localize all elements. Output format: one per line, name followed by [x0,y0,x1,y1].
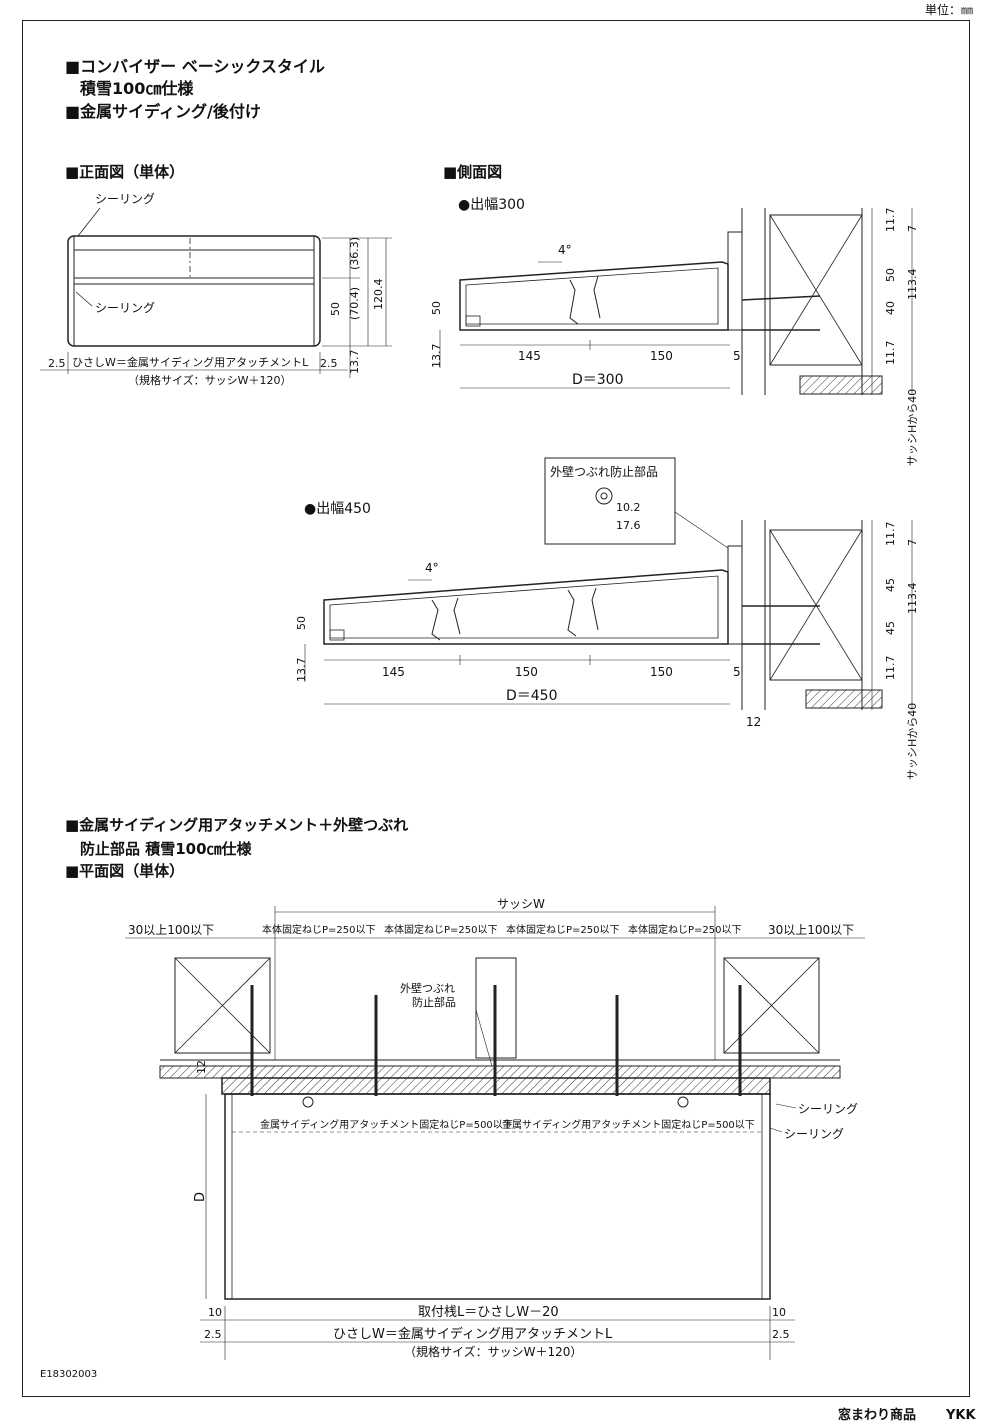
side300-r50: 50 [884,268,897,282]
plan-dim25-left: 2.5 [204,1328,222,1341]
projection-300-label: ●出幅300 [458,197,525,213]
side300-angle: 4° [558,243,572,257]
side300-w150: 150 [650,349,673,363]
side450-r113-4: 113.4 [906,583,919,615]
footer-brand-logo: YKK [946,1408,976,1423]
drawing-frame [22,20,970,1397]
front-sealing-mid-label: シーリング [95,301,155,315]
side450-h13-7: 13.7 [295,658,308,683]
sill-hatch-300 [799,375,883,395]
plan-margin-right: 30以上100以下 [768,923,854,937]
plan-sealing-2: シーリング [784,1127,844,1141]
canopy-plan-outline [224,1093,771,1300]
heading-title: ■コンバイザー ベーシックスタイル [65,57,325,76]
side450-r45b: 45 [884,621,897,635]
plan-sash-w: サッシW [497,897,545,911]
plan-screw-3: 本体固定ねじP=250以下 [506,923,620,936]
heading-snow-spec: 積雪100㎝仕様 [80,79,194,98]
plan-title-1: ■金属サイディング用アタッチメント＋外壁つぶれ [65,816,409,834]
side450-h50: 50 [295,616,308,630]
side450-depth: D＝450 [506,688,558,704]
side300-r11-7a: 11.7 [884,208,897,233]
plan-screw-4: 本体固定ねじP=250以下 [628,923,742,936]
side300-w5: 5 [733,349,741,363]
side450-r7: 7 [906,539,919,546]
plan-title-3: ■平面図（単体） [65,862,185,880]
front-dim-13-7: 13.7 [348,350,361,375]
side300-h50: 50 [430,301,443,315]
part-box-d2: 17.6 [616,519,641,532]
unit-label: 単位：㎜ [925,3,974,17]
part-detail-box [544,457,729,549]
side300-h13-7: 13.7 [430,344,443,369]
side300-sash: サッシHから40 [906,389,919,466]
canopy-front-outline [67,235,321,347]
wall-hatch [159,1065,841,1079]
plan-width-label: ひさしW＝金属サイディング用アタッチメントL [333,1326,613,1342]
front-view-title: ■正面図（単体） [65,163,185,181]
plan-dim10-left: 10 [208,1306,222,1319]
sealing-top-leader [77,207,101,237]
plan-dim25-right: 2.5 [772,1328,790,1341]
side300-r113-4: 113.4 [906,269,919,301]
plan-size-label: （規格サイズ：サッシW＋120） [404,1344,582,1359]
plan-part-label-2: 防止部品 [412,995,456,1009]
side300-w145: 145 [518,349,541,363]
front-dim-50: 50 [329,302,342,316]
front-dim-36-3: (36.3) [348,237,361,270]
plan-sealing-1: シーリング [798,1102,858,1116]
side450-w12: 12 [746,715,761,729]
side450-r45a: 45 [884,578,897,592]
front-width-label: ひさしW＝金属サイディング用アタッチメントL [72,355,309,369]
front-dim-120-4: 120.4 [372,279,385,311]
plan-margin-left: 30以上100以下 [128,923,214,937]
plan-view [125,906,865,1360]
canopy-profile-300 [459,261,729,331]
side300-r11-7b: 11.7 [884,341,897,366]
plan-attach-screw-1: 金属サイディング用アタッチメント固定ねじP=500以下 [260,1118,513,1131]
side450-w145: 145 [382,665,405,679]
canopy-profile-450 [323,569,729,645]
side300-depth: D＝300 [572,372,624,388]
side450-angle: 4° [425,561,439,575]
side450-r11-7b: 11.7 [884,656,897,681]
side450-w5: 5 [733,665,741,679]
sealing-mid-leader [75,291,93,307]
front-size-label: （規格サイズ：サッシW＋120） [128,373,292,387]
sill-hatch-450 [805,689,883,709]
front-dim-70-4: (70.4) [348,287,361,320]
drawing-code: E18302003 [40,1369,98,1380]
side-view-300 [439,208,913,395]
side450-sash: サッシHから40 [906,703,919,780]
front-sealing-top-label: シーリング [95,192,155,206]
plan-dim10-right: 10 [772,1306,786,1319]
plan-screw-1: 本体固定ねじP=250以下 [262,923,376,936]
side450-w150a: 150 [515,665,538,679]
plan-screw-2: 本体固定ねじP=250以下 [384,923,498,936]
front-dim-right: 2.5 [320,357,338,370]
side450-w150b: 150 [650,665,673,679]
plan-attach-screw-2: 金属サイディング用アタッチメント固定ねじP=500以下 [502,1118,755,1131]
side-view-title: ■側面図 [443,163,503,181]
part-box-d1: 10.2 [616,501,641,514]
front-dim-left: 2.5 [48,357,66,370]
plan-title-2: 防止部品 積雪100㎝仕様 [80,840,252,858]
side300-r40: 40 [884,301,897,315]
plan-depth-d: D [193,1192,208,1202]
projection-450-label: ●出幅450 [304,501,371,517]
side450-r11-7a: 11.7 [884,522,897,547]
footer-category: 窓まわり商品 [838,1408,917,1423]
plan-dim-12: 12 [195,1060,208,1074]
part-box-title: 外壁つぶれ防止部品 [550,464,658,479]
side300-r7: 7 [906,225,919,232]
heading-siding: ■金属サイディング/後付け [65,102,261,121]
plan-part-label-1: 外壁つぶれ [400,981,455,995]
front-view [40,207,392,378]
plan-rail-label: 取付桟L＝ひさしW－20 [418,1305,559,1320]
side-view-450 [304,520,913,710]
